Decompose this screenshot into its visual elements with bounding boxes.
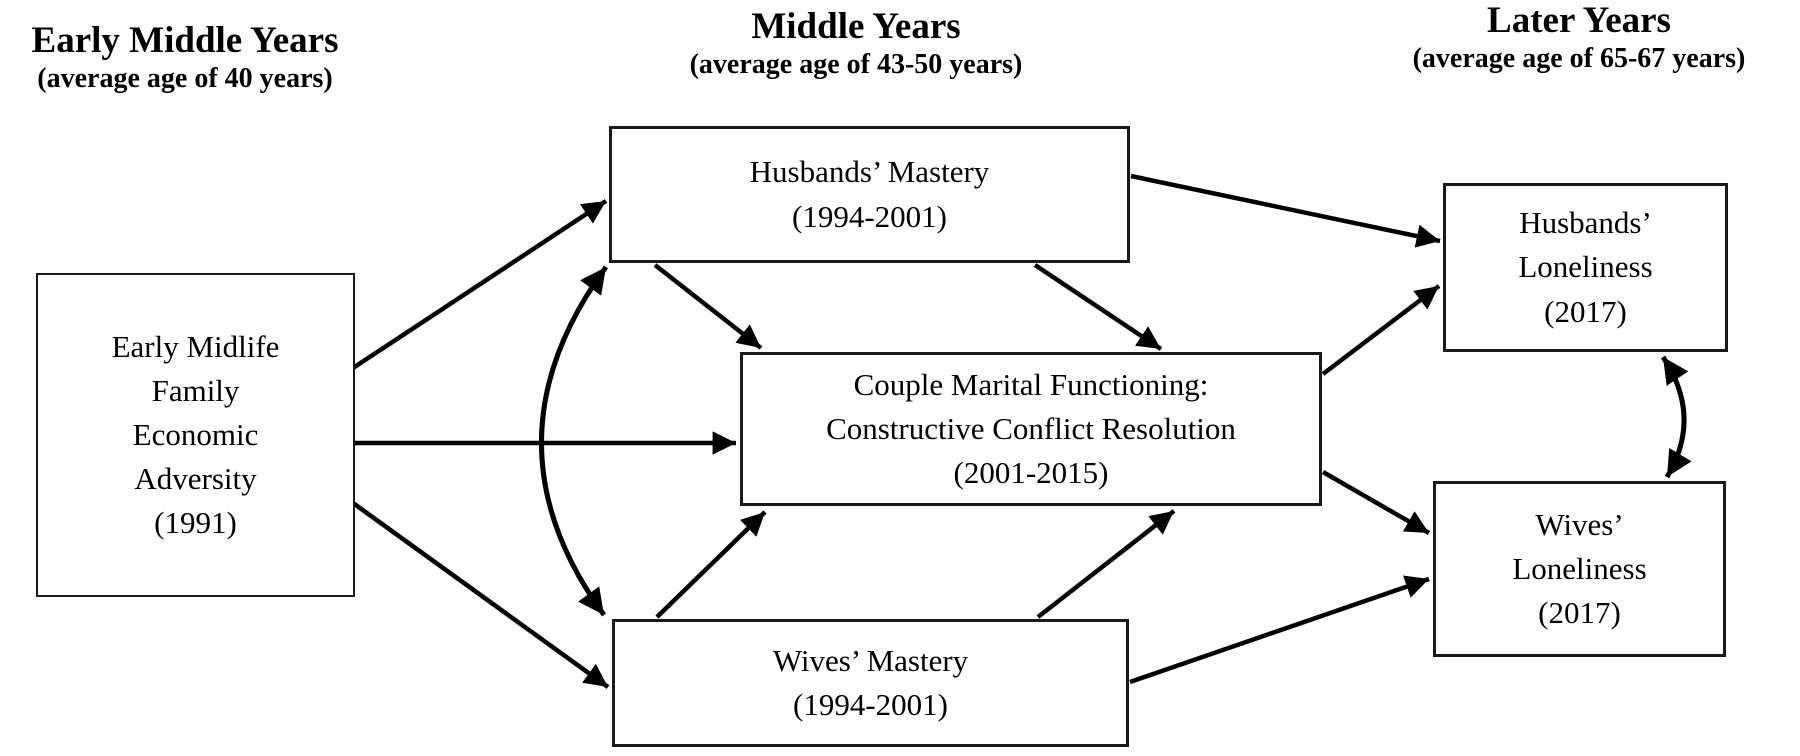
node-label-line: Couple Marital Functioning: (853, 366, 1209, 402)
node-husbands-loneliness: Husbands’ Loneliness (2017) (1443, 183, 1728, 352)
arrow-adversity-to-wives-mastery (351, 501, 610, 689)
node-label-line: Family (151, 372, 240, 408)
arrow-wives-mastery-to-wives-loneliness (1129, 575, 1430, 685)
node-year-label: (2001-2015) (953, 455, 1109, 490)
arrow-husbands-mastery-to-husbands-loneliness (1130, 173, 1441, 248)
column-title: Later Years (1487, 0, 1671, 41)
column-subtitle: (average age of 65-67 years) (1412, 42, 1746, 74)
node-year-label: (1991) (154, 505, 237, 541)
node-label-line: Husbands’ (1519, 205, 1652, 241)
column-title: Middle Years (751, 6, 961, 47)
node-year-label: (2017) (1538, 595, 1621, 630)
arrow-husbands-mastery-to-marital-functioning-right (1033, 263, 1163, 351)
node-label-line: Economic (132, 416, 259, 452)
node-year-label: (1994-2001) (792, 198, 947, 234)
node-label-line: Constructive Conflict Resolution (826, 410, 1236, 446)
node-label-line: Wives’ (1535, 506, 1624, 542)
node-year-label: (2017) (1544, 293, 1627, 329)
column-header-early-middle-years: Early Middle Years (average age of 40 ye… (0, 20, 370, 95)
column-subtitle: (average age of 40 years) (37, 62, 333, 94)
node-label-line: Adversity (134, 461, 257, 496)
arrow-marital-functioning-to-wives-loneliness (1321, 470, 1431, 535)
column-header-later-years: Later Years (average age of 65-67 years) (1358, 0, 1800, 75)
arrow-husbands-mastery-to-marital-functioning-left (653, 263, 763, 350)
node-early-midlife-family-economic-adversity: Early Midlife Family Economic Adversity … (36, 273, 355, 597)
node-label-line: Wives’ Mastery (772, 642, 969, 678)
arrow-loneliness-correlation (1660, 355, 1692, 479)
arrow-wives-mastery-to-marital-functioning-left (655, 510, 767, 619)
node-label-line: Loneliness (1512, 550, 1647, 586)
node-label-line: Early Midlife (111, 328, 280, 364)
column-title: Early Middle Years (31, 20, 339, 61)
node-couple-marital-functioning: Couple Marital Functioning: Constructive… (740, 352, 1322, 506)
column-subtitle: (average age of 43-50 years) (689, 48, 1023, 80)
node-husbands-mastery: Husbands’ Mastery (1994-2001) (609, 126, 1130, 263)
node-wives-mastery: Wives’ Mastery (1994-2001) (612, 619, 1129, 747)
arrow-adversity-to-husbands-mastery (351, 199, 608, 370)
arrow-wives-mastery-to-marital-functioning-right (1036, 509, 1176, 619)
node-label-line: Loneliness (1518, 249, 1653, 285)
node-wives-loneliness: Wives’ Loneliness (2017) (1433, 481, 1726, 657)
column-header-middle-years: Middle Years (average age of 43-50 years… (606, 6, 1106, 81)
arrow-mastery-correlation (539, 265, 609, 617)
node-label-line: Husbands’ Mastery (749, 154, 990, 190)
node-year-label: (1994-2001) (793, 687, 948, 722)
arrow-marital-functioning-to-husbands-loneliness (1321, 284, 1441, 376)
